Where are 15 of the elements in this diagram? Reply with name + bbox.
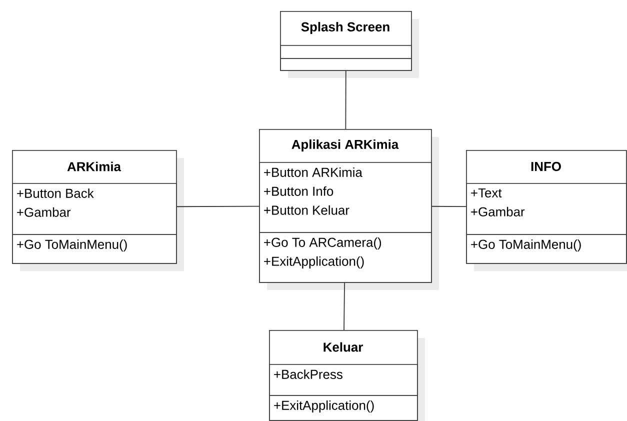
association-line [431, 206, 466, 207]
compartment: +Button ARKimia +Button Info +Button Keluar [259, 162, 432, 233]
association-line [176, 206, 260, 208]
compartment: +Go ToMainMenu() [12, 234, 177, 264]
compartment: +Go ToMainMenu() [466, 234, 627, 264]
association-line [345, 70, 346, 130]
association-line [344, 282, 345, 330]
class-box: Splash Screen [280, 11, 419, 78]
compartment: +ExitApplication() [269, 395, 418, 421]
compartment: +Go To ARCamera() +ExitApplication() [259, 232, 432, 283]
empty-compartment [280, 45, 412, 59]
compartment: +BackPress [269, 364, 418, 396]
compartment: +Text +Gambar [466, 183, 627, 235]
empty-compartment [280, 58, 412, 71]
compartment: +Button Back +Gambar [12, 183, 177, 235]
